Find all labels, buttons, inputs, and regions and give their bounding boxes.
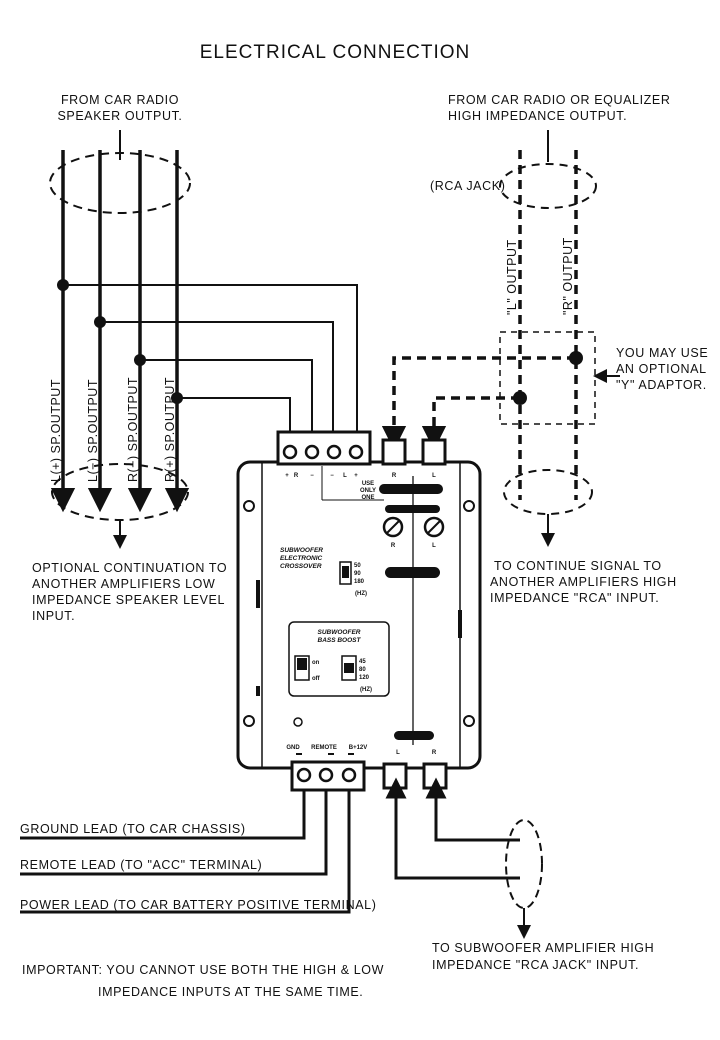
svg-text:45: 45 <box>359 659 366 665</box>
speaker-output-label: L(+) SP.OUTPUT <box>49 379 63 482</box>
y-adaptor-junctions <box>513 351 583 405</box>
left-source-line1: FROM CAR RADIO <box>61 93 179 107</box>
svg-text:−: − <box>310 473 314 479</box>
svg-text:R: R <box>294 473 299 479</box>
speaker-terminal-labels: + R − − L + <box>285 473 358 479</box>
boost-options: 45 80 120 (HZ) <box>359 659 372 693</box>
svg-text:USE: USE <box>362 481 374 487</box>
speaker-output-label: L(−) SP.OUTPUT <box>86 379 100 482</box>
svg-text:+: + <box>354 473 358 479</box>
lead-wires <box>20 790 351 914</box>
power-terminal-labels: GND REMOTE B+12V <box>286 745 367 751</box>
left-note-line: IMPEDANCE SPEAKER LEVEL <box>32 593 225 607</box>
boost-switch-off: off <box>312 676 321 682</box>
svg-text:ONLY: ONLY <box>360 488 376 494</box>
speaker-input-terminal[interactable] <box>276 430 372 466</box>
important-note-line: IMPEDANCE INPUTS AT THE SAME TIME. <box>98 985 363 999</box>
page-title: ELECTRICAL CONNECTION <box>200 42 471 63</box>
rca-in-label-r: R <box>392 473 397 479</box>
device-internal-lines <box>321 466 443 745</box>
svg-text:ONE: ONE <box>361 495 374 501</box>
svg-text:REMOTE: REMOTE <box>311 745 337 751</box>
remote-lead-label: REMOTE LEAD (TO "ACC" TERMINAL) <box>20 858 262 872</box>
right-source-line2: HIGH IMPEDANCE OUTPUT. <box>448 109 627 123</box>
r-output-label: "R" OUTPUT <box>561 237 575 315</box>
right-note-line: ANOTHER AMPLIFIERS HIGH <box>490 575 677 589</box>
sub-output-note-line: IMPEDANCE "RCA JACK" INPUT. <box>432 958 639 972</box>
left-source-line2: SPEAKER OUTPUT. <box>58 109 183 123</box>
svg-text:120: 120 <box>359 675 370 681</box>
power-led <box>293 717 303 727</box>
y-adaptor-note-line: YOU MAY USE <box>616 346 708 360</box>
svg-text:−: − <box>330 473 334 479</box>
y-adaptor-note-line: AN OPTIONAL <box>616 362 707 376</box>
svg-text:ELECTRONIC: ELECTRONIC <box>280 555 323 562</box>
bass-boost-onoff-switch[interactable] <box>294 655 310 681</box>
speaker-output-label: R(+) SP.OUTPUT <box>163 377 177 482</box>
rca-input-jacks[interactable] <box>381 438 447 466</box>
crossover-device <box>236 460 482 770</box>
y-adaptor-note-line: "Y" ADAPTOR. <box>616 378 707 392</box>
rca-out-label-l: L <box>396 750 400 756</box>
speaker-tap-wires <box>63 284 358 440</box>
ground-lead-label: GROUND LEAD (TO CAR CHASSIS) <box>20 822 246 836</box>
rca-in-label-l: L <box>432 473 436 479</box>
svg-text:SUBWOOFER: SUBWOOFER <box>318 629 361 636</box>
use-only-one-label: USE ONLY ONE <box>360 481 376 501</box>
svg-text:+: + <box>285 473 289 479</box>
sub-output-wires <box>385 777 543 939</box>
svg-text:GND: GND <box>286 745 300 751</box>
crossover-unit: (HZ) <box>355 591 367 597</box>
bass-boost-freq-switch[interactable] <box>341 655 357 681</box>
speaker-output-labels: L(+) SP.OUTPUT L(−) SP.OUTPUT R(−) SP.OU… <box>49 377 177 482</box>
crossover-title: SUBWOOFER ELECTRONIC CROSSOVER <box>280 547 323 570</box>
left-note-line: INPUT. <box>32 609 75 623</box>
rca-out-label-r: R <box>432 750 437 756</box>
speaker-output-label: R(−) SP.OUTPUT <box>126 377 140 482</box>
right-source-line1: FROM CAR RADIO OR EQUALIZER <box>448 93 670 107</box>
bass-boost-panel: SUBWOOFER BASS BOOST <box>288 621 390 697</box>
svg-text:B+12V: B+12V <box>349 745 368 751</box>
power-terminal-block[interactable] <box>290 760 366 792</box>
level-knob-l[interactable] <box>423 516 445 538</box>
level-knob-label-r: R <box>391 543 396 549</box>
crossover-options: 50 90 180 (HZ) <box>354 563 367 597</box>
svg-text:90: 90 <box>354 571 361 577</box>
crossover-switch[interactable] <box>339 561 352 585</box>
right-note-line: TO CONTINUE SIGNAL TO <box>494 559 662 573</box>
power-lead-label: POWER LEAD (TO CAR BATTERY POSITIVE TERM… <box>20 898 376 912</box>
svg-text:80: 80 <box>359 667 366 673</box>
junction-dots <box>57 279 183 404</box>
svg-text:L: L <box>343 473 347 479</box>
svg-text:180: 180 <box>354 579 365 585</box>
l-output-label: "L" OUTPUT <box>505 239 519 315</box>
level-knob-r[interactable] <box>382 516 404 538</box>
rca-jack-label: (RCA JACK) <box>430 179 505 193</box>
important-note-line: IMPORTANT: YOU CANNOT USE BOTH THE HIGH … <box>22 963 384 977</box>
right-note-line: IMPEDANCE "RCA" INPUT. <box>490 591 659 605</box>
boost-switch-on: on <box>312 660 320 666</box>
svg-text:50: 50 <box>354 563 361 569</box>
rca-wire-bundle <box>381 130 620 547</box>
sub-output-note-line: TO SUBWOOFER AMPLIFIER HIGH <box>432 941 654 955</box>
speaker-wire-bundle <box>49 130 191 549</box>
level-knob-label-l: L <box>432 543 436 549</box>
svg-text:BASS BOOST: BASS BOOST <box>318 637 362 644</box>
left-note-line: ANOTHER AMPLIFIERS LOW <box>32 577 215 591</box>
svg-text:SUBWOOFER: SUBWOOFER <box>280 547 323 554</box>
svg-text:CROSSOVER: CROSSOVER <box>280 563 322 570</box>
left-note-line: OPTIONAL CONTINUATION TO <box>32 561 227 575</box>
boost-unit: (HZ) <box>360 687 372 693</box>
